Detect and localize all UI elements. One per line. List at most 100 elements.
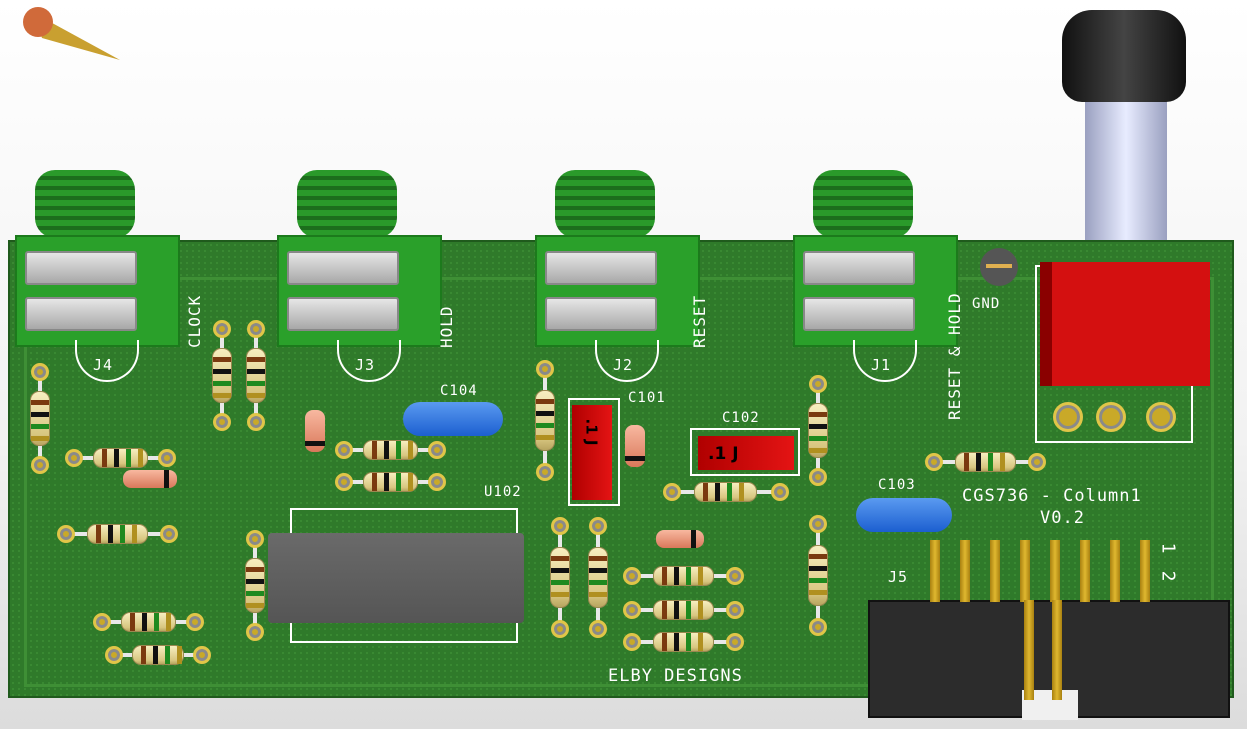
c101-label: C101 bbox=[628, 390, 666, 406]
pad bbox=[809, 468, 827, 486]
resistor bbox=[808, 402, 828, 458]
pad bbox=[809, 375, 827, 393]
header-pin bbox=[1052, 600, 1062, 700]
jack-j1[interactable] bbox=[793, 235, 958, 347]
board-title: CGS736 - Column1 bbox=[962, 486, 1142, 506]
pad bbox=[726, 633, 744, 651]
gnd-label: GND bbox=[972, 296, 1001, 312]
c102-outline bbox=[690, 428, 800, 476]
pad bbox=[193, 646, 211, 664]
jack-thread bbox=[297, 170, 397, 238]
pad bbox=[428, 441, 446, 459]
jack-ref: J2 bbox=[613, 356, 634, 374]
jack-j2[interactable] bbox=[535, 235, 700, 347]
pad bbox=[158, 449, 176, 467]
resistor bbox=[362, 472, 418, 492]
resistor bbox=[30, 390, 50, 446]
pad bbox=[105, 646, 123, 664]
resistor bbox=[120, 612, 176, 632]
c102-label: C102 bbox=[722, 410, 760, 426]
resistor bbox=[808, 544, 828, 606]
jack-ref: J3 bbox=[355, 356, 376, 374]
capacitor-red-vertical: .1 J bbox=[572, 405, 612, 500]
resistor bbox=[362, 440, 418, 460]
jack-j3[interactable] bbox=[277, 235, 442, 347]
jack-label: HOLD bbox=[437, 305, 456, 348]
board-version: V0.2 bbox=[1040, 508, 1085, 528]
jack-ref: J1 bbox=[871, 356, 892, 374]
jack-label: CLOCK bbox=[185, 294, 204, 348]
jack-label: RESET bbox=[690, 294, 709, 348]
pad bbox=[160, 525, 178, 543]
resistor bbox=[86, 524, 148, 544]
resistor bbox=[212, 347, 232, 403]
pad bbox=[551, 620, 569, 638]
resistor bbox=[652, 632, 714, 652]
diode bbox=[123, 470, 177, 488]
pad bbox=[93, 613, 111, 631]
diode bbox=[656, 530, 704, 548]
pad bbox=[335, 473, 353, 491]
pad bbox=[663, 483, 681, 501]
resistor bbox=[535, 389, 555, 451]
toggle-knob[interactable] bbox=[1062, 10, 1186, 102]
resistor bbox=[550, 546, 570, 608]
pad bbox=[726, 567, 744, 585]
pad bbox=[551, 517, 569, 535]
pad bbox=[335, 441, 353, 459]
pad bbox=[428, 473, 446, 491]
pad bbox=[247, 413, 265, 431]
c103-label: C103 bbox=[878, 477, 916, 493]
pin2-label: 2 bbox=[1157, 570, 1179, 583]
header-pin bbox=[1140, 540, 1150, 602]
jack-thread bbox=[555, 170, 655, 238]
pad bbox=[809, 515, 827, 533]
pad bbox=[57, 525, 75, 543]
header-pin bbox=[1080, 540, 1090, 602]
cap-value: .1 J bbox=[708, 444, 739, 464]
pad bbox=[589, 517, 607, 535]
maker-label: ELBY DESIGNS bbox=[608, 666, 743, 686]
switch-pad bbox=[1053, 402, 1083, 432]
pin1-label: 1 bbox=[1157, 542, 1179, 555]
switch-pad bbox=[1096, 402, 1126, 432]
pad bbox=[31, 363, 49, 381]
header-pin bbox=[1050, 540, 1060, 602]
pad bbox=[246, 530, 264, 548]
resistor bbox=[246, 347, 266, 403]
resistor bbox=[652, 600, 714, 620]
resistor bbox=[588, 546, 608, 608]
pointer-icon bbox=[12, 2, 122, 64]
pad bbox=[536, 360, 554, 378]
capacitor-c104 bbox=[403, 402, 503, 436]
pad bbox=[186, 613, 204, 631]
jack-j4[interactable] bbox=[15, 235, 180, 347]
capacitor-c103 bbox=[856, 498, 952, 532]
resistor bbox=[954, 452, 1016, 472]
gnd-testpoint[interactable] bbox=[980, 248, 1018, 286]
pad bbox=[726, 601, 744, 619]
pad bbox=[589, 620, 607, 638]
pad bbox=[623, 567, 641, 585]
header-pin bbox=[990, 540, 1000, 602]
header-pin bbox=[1020, 540, 1030, 602]
header-pin bbox=[960, 540, 970, 602]
pad bbox=[31, 456, 49, 474]
pad bbox=[771, 483, 789, 501]
u102-label: U102 bbox=[484, 484, 522, 500]
resistor bbox=[694, 482, 757, 502]
resistor bbox=[245, 557, 265, 613]
resistor bbox=[131, 645, 184, 665]
pad bbox=[925, 453, 943, 471]
pad bbox=[1028, 453, 1046, 471]
switch-pad bbox=[1146, 402, 1176, 432]
capacitor-c102: .1 J bbox=[698, 436, 794, 470]
pad bbox=[213, 320, 231, 338]
pad bbox=[536, 463, 554, 481]
toggle-switch[interactable] bbox=[1040, 262, 1210, 386]
jack-thread bbox=[813, 170, 913, 238]
resistor bbox=[92, 448, 148, 468]
pad bbox=[809, 618, 827, 636]
pad bbox=[65, 449, 83, 467]
pad bbox=[247, 320, 265, 338]
